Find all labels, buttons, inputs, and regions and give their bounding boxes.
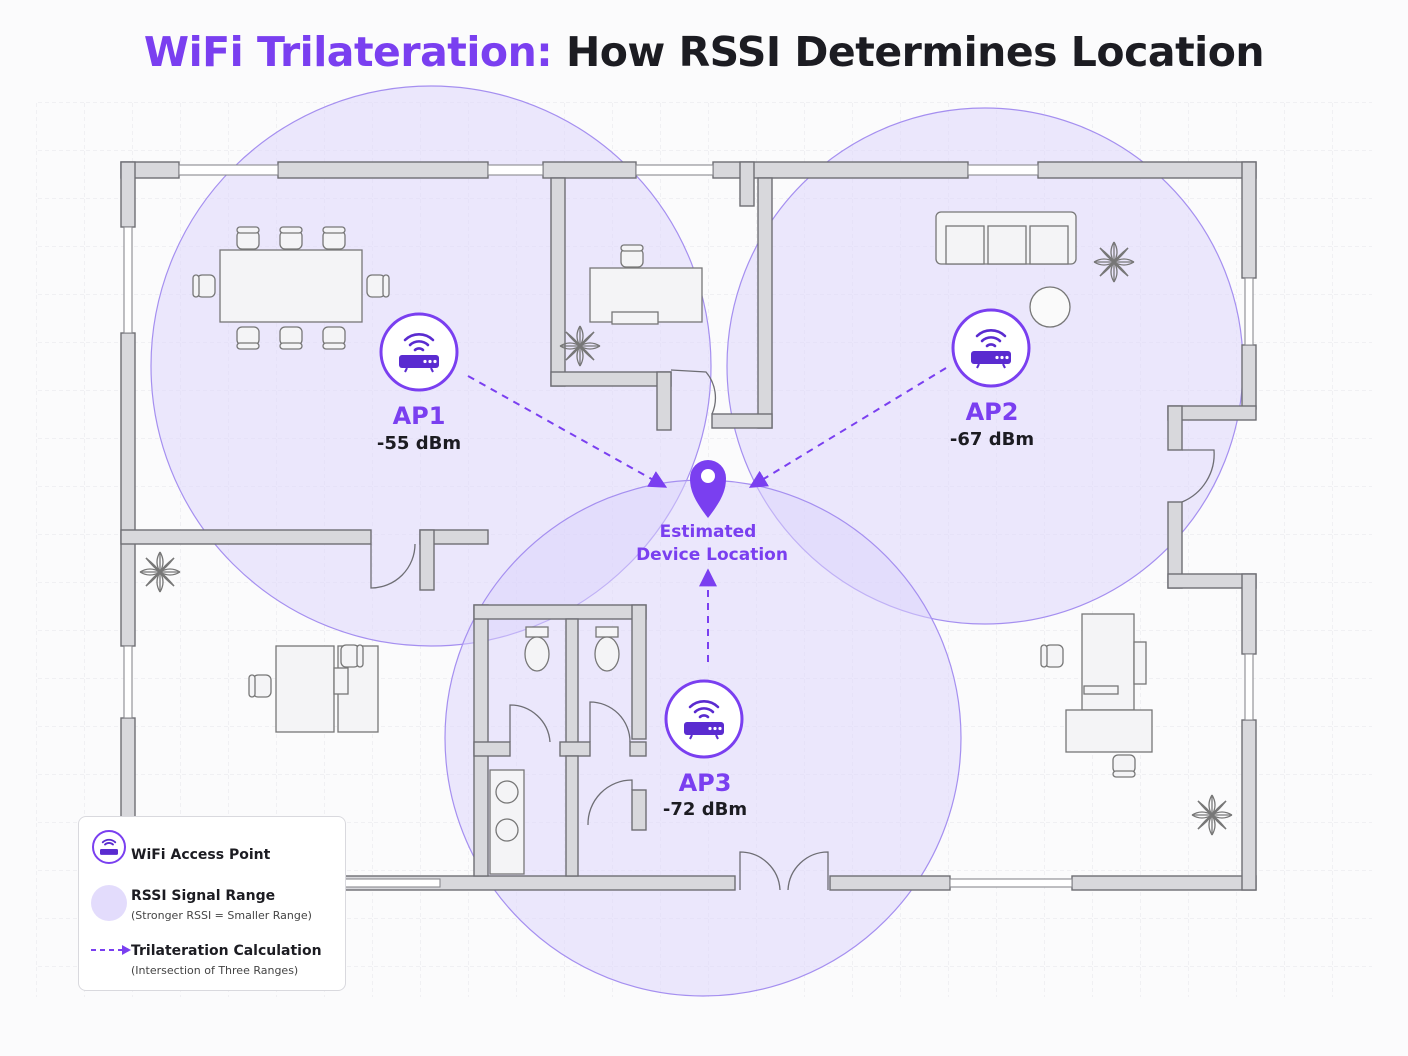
furniture [192,211,1153,875]
ap1-label: AP1 [393,402,446,430]
ap3-rssi: -72 dBm [663,799,747,820]
ap1-marker[interactable] [379,312,459,392]
legend-router-icon [92,830,126,864]
legend-access-point: WiFi Access Point [131,847,271,863]
doors [370,369,1215,891]
legend: WiFi Access Point RSSI Signal Range (Str… [78,816,346,991]
estimate-line2: Device Location [636,545,788,565]
title-highlight: WiFi Trilateration: [143,28,553,76]
estimate-line1: Estimated [660,522,757,542]
ap2-marker[interactable] [951,308,1031,388]
windows [123,164,1254,888]
legend-arrow-icon [91,945,131,955]
legend-range-swatch [91,885,127,921]
walls [120,161,1257,891]
ap3-marker[interactable] [664,679,744,759]
ap3-label: AP3 [679,769,732,797]
trilateration-arrows [467,367,947,662]
legend-calculation-note: (Intersection of Three Ranges) [131,964,299,977]
ap2-rssi: -67 dBm [950,429,1034,450]
location-pin-icon [690,460,726,518]
ap2-label: AP2 [966,398,1019,426]
page-title: WiFi Trilateration: How RSSI Determines … [0,28,1408,76]
legend-signal-range-note: (Stronger RSSI = Smaller Range) [131,909,312,922]
ap1-rssi: -55 dBm [377,433,461,454]
title-rest: How RSSI Determines Location [552,28,1265,76]
legend-calculation: Trilateration Calculation [131,943,322,959]
ap1-arrow [467,375,668,488]
legend-signal-range: RSSI Signal Range [131,888,276,904]
